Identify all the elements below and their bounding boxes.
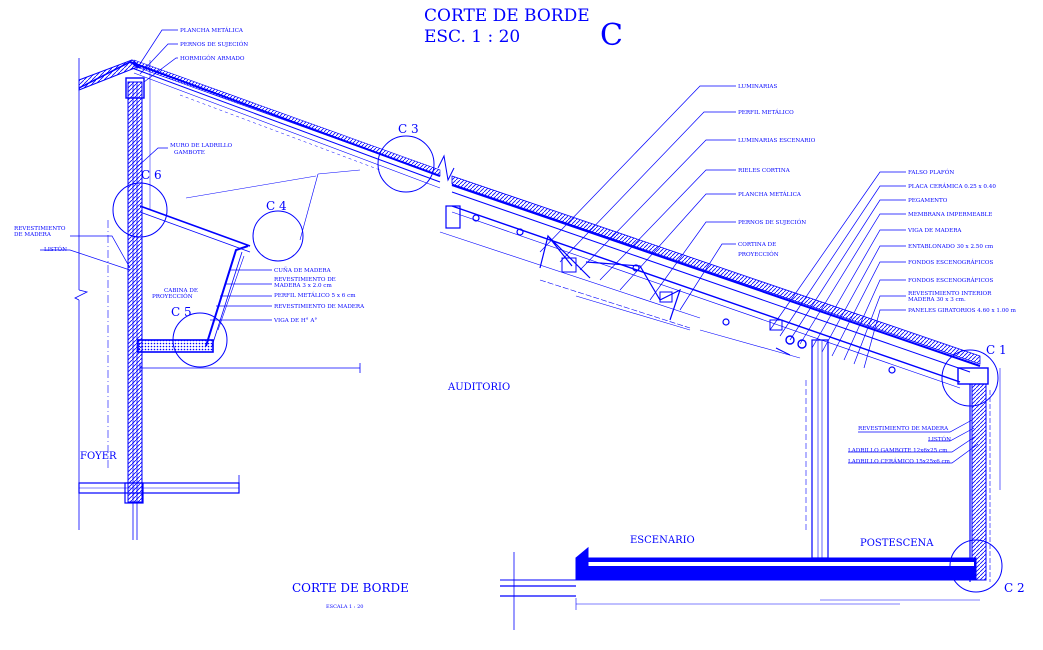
detail-tag-c3: C 3 xyxy=(398,122,419,136)
detail-circle-c6 xyxy=(112,182,168,238)
label-cabina-1: CABINA DE xyxy=(164,288,198,294)
label-hormigon: HORMIGÓN ARMADO xyxy=(180,54,245,62)
label-perfil-right: PERFIL METÁLICO xyxy=(738,109,794,116)
label-plancha-right: PLANCHA METÁLICA xyxy=(738,191,802,198)
label-rieles: RIELES CORTINA xyxy=(738,168,791,174)
detail-circle-c4 xyxy=(252,210,304,262)
detail-tag-c1: C 1 xyxy=(986,343,1007,357)
label-paneles: PANELES GIRATORIOS 4.60 x 1.00 m xyxy=(908,308,1017,314)
label-liston-right: LISTÓN xyxy=(928,435,951,443)
detail-circle-c3 xyxy=(377,135,435,193)
room-foyer: FOYER xyxy=(80,451,117,462)
label-fondos-1: FONDOS ESCENOGRÁFICOS xyxy=(908,259,993,266)
roof-right xyxy=(439,175,981,389)
detail-circle-c5 xyxy=(172,312,228,368)
label-placa: PLACA CERÁMICA 0.25 x 0.40 xyxy=(908,183,996,190)
label-viga-left: VIGA DE H° A° xyxy=(273,318,317,324)
label-falso-plafon: FALSO PLAFÓN xyxy=(908,168,954,176)
left-structure xyxy=(74,58,361,540)
header-scale: ESC. 1 : 20 xyxy=(424,27,520,47)
detail-circles xyxy=(112,135,1003,593)
label-rev-1: REVESTIMIENTO xyxy=(14,226,66,232)
detail-circle-c1 xyxy=(941,349,999,407)
label-membrana: MEMBRANA IMPERMEABLE xyxy=(908,212,992,218)
label-rev-madera-right: REVESTIMIENTO DE MADERA xyxy=(858,426,949,432)
roof-left xyxy=(129,59,441,189)
detail-circle-c2 xyxy=(949,539,1003,593)
label-entablonado: ENTABLONADO 30 x 2.50 cm xyxy=(908,244,994,250)
detail-tag-c5: C 5 xyxy=(171,305,192,319)
label-viga-madera: VIGA DE MADERA xyxy=(907,228,962,234)
detail-tag-c2: C 2 xyxy=(1004,581,1025,595)
leader-lines xyxy=(40,29,979,464)
label-luminarias: LUMINARIAS xyxy=(738,84,777,90)
label-pernos-right: PERNOS DE SUJECIÓN xyxy=(738,218,806,226)
label-cortina-1: CORTINA DE xyxy=(738,242,776,248)
label-ladrillo-ceramico: LADRILLO CERÁMICO 15x25x6 cm xyxy=(848,458,951,465)
detail-tag-c4: C 4 xyxy=(266,199,287,213)
label-cabina-2: PROYECCIÓN xyxy=(152,292,193,300)
room-postescena: POSTESCENA xyxy=(860,538,934,549)
detail-tag-c6: C 6 xyxy=(141,168,162,182)
label-pernos-left: PERNOS DE SUJECIÓN xyxy=(180,40,248,48)
label-rev-madera-1: REVESTIMIENTO DE xyxy=(274,277,336,283)
label-cuna: CUÑA DE MADERA xyxy=(274,266,332,274)
label-lum-escenario: LUMINARIAS ESCENARIO xyxy=(738,138,816,144)
label-muro-2: GAMBOTE xyxy=(174,150,205,156)
label-rev-interior-2: MADERA 30 x 3 cm. xyxy=(908,297,966,303)
label-rev-2: DE MADERA xyxy=(14,232,52,238)
label-rev-interior-1: REVESTIMIENTO INTERIOR xyxy=(908,291,992,297)
stage-structure xyxy=(500,339,1001,630)
label-cortina-2: PROYECCIÓN xyxy=(738,250,779,258)
caption-scale: ESCALA 1 : 20 xyxy=(326,604,363,610)
label-rev-madera-2: MADERA 3 x 2.0 cm xyxy=(274,283,332,289)
caption-title: CORTE DE BORDE xyxy=(292,581,409,595)
header-title: CORTE DE BORDE xyxy=(424,6,590,26)
section-letter: C xyxy=(600,18,623,53)
label-liston-left: LISTÓN xyxy=(44,245,67,253)
label-fondos-2: FONDOS ESCENOGRÁFICOS xyxy=(908,277,993,284)
room-escenario: ESCENARIO xyxy=(630,535,695,546)
room-auditorio: AUDITORIO xyxy=(447,382,510,393)
label-muro-1: MURO DE LADRILLO xyxy=(170,143,232,149)
label-ladrillo-gambote: LADRILLO GAMBOTE 12x6x25 cm xyxy=(848,448,948,454)
label-pegamento: PEGAMENTO xyxy=(908,198,948,204)
label-perfil-left: PERFIL METÁLICO 5 x 6 cm xyxy=(274,292,356,299)
label-rev-madera: REVESTIMIENTO DE MADERA xyxy=(274,304,365,310)
label-plancha-left: PLANCHA METÁLICA xyxy=(180,27,244,34)
